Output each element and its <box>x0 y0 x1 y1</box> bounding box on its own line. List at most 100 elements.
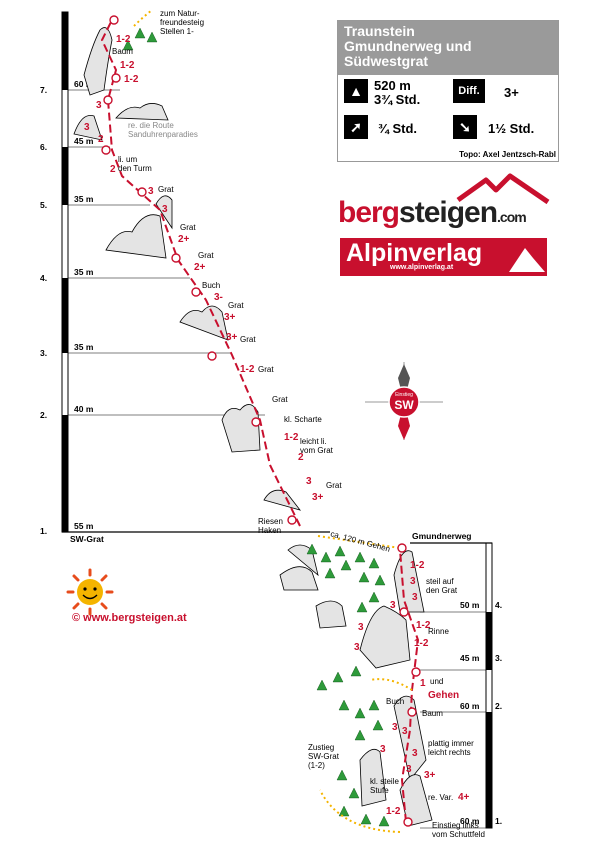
gm-pitch-1-len: 60 m <box>460 816 480 826</box>
sw-pitch-5-len: 35 m <box>74 194 94 204</box>
alpinverlag-logo: Alpinverlag www.alpinverlag.at <box>340 238 547 276</box>
sw-pitch-6-num: 6. <box>40 142 47 152</box>
label-buch2: Buch <box>386 697 404 706</box>
trees <box>122 27 390 827</box>
gm-pitch-4-len: 50 m <box>460 600 480 610</box>
alpinverlag-logo-text: Alpinverlag <box>346 239 483 267</box>
sw-grade: 2+ <box>194 262 206 273</box>
gm-grade: 3 <box>412 592 418 603</box>
belay-points <box>101 15 421 827</box>
label-grat: Grat <box>228 301 244 310</box>
gm-pitch-2-num: 2. <box>495 701 502 711</box>
label-baum2: Baum <box>422 709 443 718</box>
copyright: © www.bergsteigen.at <box>72 612 187 624</box>
compass-small-label: Einstieg <box>395 392 413 398</box>
route-title-text: Traunstein Gmundnerweg und Südwestgrat <box>344 23 472 69</box>
label-grat: Grat <box>272 395 288 404</box>
bergsteigen-logo-domain: .com <box>497 209 527 225</box>
sw-grade: 1-2 <box>240 364 255 375</box>
sw-pitch-3-len: 35 m <box>74 342 94 352</box>
label-scharte: kl. Scharte <box>284 415 322 424</box>
rock-shapes <box>73 27 433 827</box>
bergsteigen-logo-icon <box>456 173 550 205</box>
label-grat: Grat <box>158 185 174 194</box>
sw-pitch-7-len: 60 m <box>74 79 94 89</box>
label-leicht-li: leicht li.vom Grat <box>300 437 334 455</box>
gm-grade: 1-2 <box>410 560 425 571</box>
label-grat: Grat <box>240 335 256 344</box>
gm-grade: 1-2 <box>414 638 429 649</box>
bergsteigen-logo-part1: berg <box>338 196 400 229</box>
height-time: 520 m 3¾ Std. <box>374 79 420 107</box>
gmundnerweg-ruler: Gmundnerweg 50 m 4. 45 m 3. 60 m 2. 60 m… <box>410 531 502 829</box>
gm-grade: 1-2 <box>416 620 431 631</box>
gm-grade: 3 <box>380 744 386 755</box>
sw-pitch-4-num: 4. <box>40 273 47 283</box>
compass-label: SW <box>394 398 414 412</box>
sw-grade: 2+ <box>178 234 190 245</box>
sw-grade: 3 <box>148 186 154 197</box>
label-gehen: Gehen <box>428 690 459 701</box>
sw-pitch-1-num: 1. <box>40 526 47 536</box>
label-und: und <box>430 677 443 686</box>
label-baum-top: Baum <box>112 47 133 56</box>
gm-grade: 3 <box>410 576 416 587</box>
sun-icon <box>66 568 114 616</box>
climber-icon: ▲ <box>344 79 368 103</box>
gm-pitch-3-num: 3. <box>495 653 502 663</box>
label-grat: Grat <box>326 481 342 490</box>
gm-grades: 1-2 3 3 3 1-2 1-2 3 3 1 3 3 3 3 3+ 1-2 3 <box>354 560 436 817</box>
gm-pitch-1-num: 1. <box>495 816 502 826</box>
gm-grade: 1-2 <box>386 806 401 817</box>
route-info-box: Traunstein Gmundnerweg und Südwestgrat ▲… <box>337 20 559 162</box>
sw-pitch-3-num: 3. <box>40 348 47 358</box>
gm-grade: 3 <box>406 764 412 775</box>
descent-time: 1½ Std. <box>488 121 535 136</box>
sw-grade: 1-2 <box>284 432 299 443</box>
bergsteigen-logo: bergsteigen.com <box>338 196 527 230</box>
route-height: 520 m <box>374 78 411 93</box>
alpinverlag-mountain-icon <box>509 248 545 272</box>
gm-grade: 1 <box>420 678 426 689</box>
sw-grade: 3 <box>96 100 102 111</box>
gm-pitch-2-len: 60 m <box>460 701 480 711</box>
sw-pitch-2-len: 40 m <box>74 404 94 414</box>
compass: Einstieg SW <box>365 362 443 440</box>
sw-pitch-5-num: 5. <box>40 200 47 210</box>
sw-grade: 1-2 <box>116 34 131 45</box>
alpinverlag-web: www.alpinverlag.at <box>390 264 454 271</box>
sw-grade: 2 <box>98 134 104 145</box>
route-title: Traunstein Gmundnerweg und Südwestgrat <box>338 21 558 75</box>
sw-grade: 1-2 <box>120 60 135 71</box>
label-re-var: re. Var. <box>428 793 453 802</box>
label-grat: Grat <box>180 223 196 232</box>
label-rinne: Rinne <box>428 627 449 636</box>
approach-time: ¾ Std. <box>378 121 418 136</box>
label-grat: Grat <box>258 365 274 374</box>
sw-pitch-7-num: 7. <box>40 85 47 95</box>
gm-pitch-4-num: 4. <box>495 600 502 610</box>
topo-credit: Topo: Axel Jentzsch-Rabl <box>459 150 556 159</box>
gm-grade: 3 <box>390 600 396 611</box>
gm-grade: 3 <box>412 748 418 759</box>
sw-grade: 3+ <box>224 312 236 323</box>
climb-time: 3¾ Std. <box>374 92 421 107</box>
gm-grade: 3 <box>402 726 408 737</box>
gmundnerweg-label: Gmundnerweg <box>412 531 472 541</box>
sw-grade: 3 <box>84 122 90 133</box>
sw-pitch-2-num: 2. <box>40 410 47 420</box>
label-grat: Grat <box>198 251 214 260</box>
sw-grade: 1-2 <box>124 74 139 85</box>
sw-grade: 2 <box>298 452 304 463</box>
sw-grade: 2 <box>110 164 116 175</box>
sw-grade: 3 <box>306 476 312 487</box>
